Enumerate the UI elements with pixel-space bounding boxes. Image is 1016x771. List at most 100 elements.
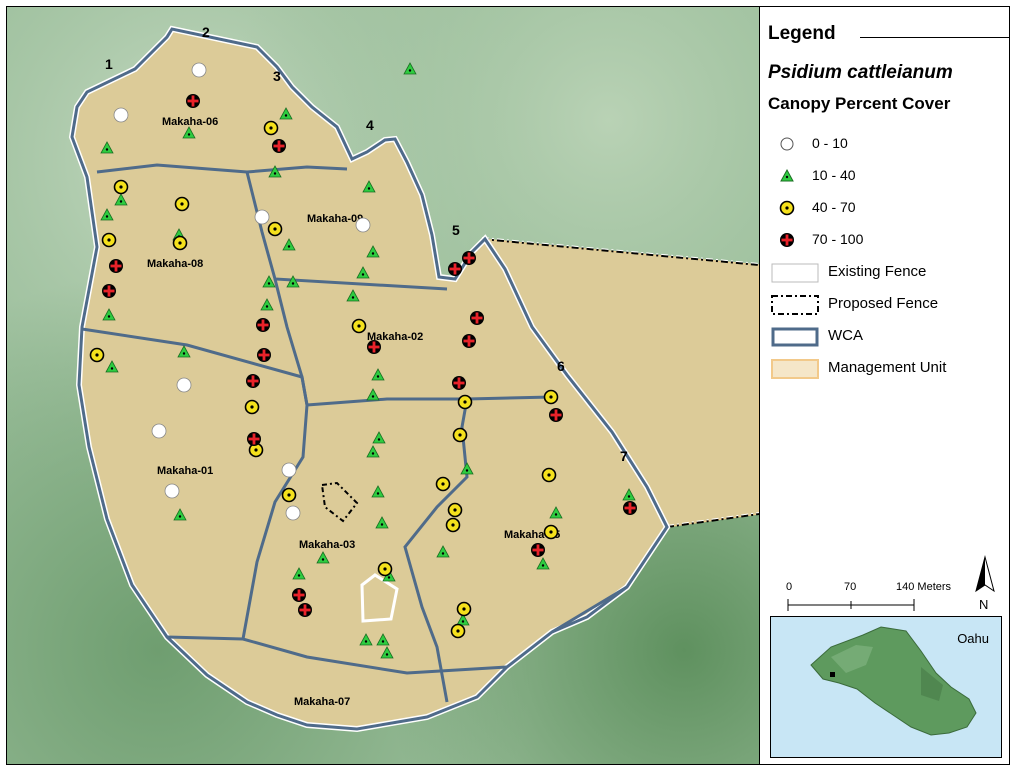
point-70-100	[470, 311, 484, 325]
legend-class-row: 70 - 100	[760, 229, 1000, 251]
unit-label: Makaha-07	[294, 696, 350, 708]
vertex-label: 3	[273, 68, 281, 84]
point-70-100-cross	[273, 144, 285, 148]
point-10-40-shape	[436, 545, 450, 558]
point-40-70-dot	[269, 126, 273, 130]
point-0-10	[281, 462, 297, 478]
point-10-40-shape	[105, 360, 119, 373]
point-70-100	[186, 94, 200, 108]
point-10-40-shape	[380, 646, 394, 659]
point-10-40-shape	[182, 126, 196, 139]
point-40-70-dot	[178, 241, 182, 245]
vertex-label: 5	[452, 222, 460, 238]
point-10-40-dot	[107, 315, 111, 318]
north-label: N	[979, 597, 988, 612]
north-arrow-icon: N	[975, 555, 995, 612]
point-40-70	[172, 235, 188, 251]
point-10-40-shape	[460, 462, 474, 475]
point-10-40-dot	[541, 564, 545, 567]
management-unit-icon	[771, 359, 819, 379]
point-70-100	[109, 259, 123, 273]
point-70-100	[531, 543, 545, 557]
point-70-100	[102, 284, 116, 298]
point-40-70	[101, 232, 117, 248]
point-10-40-shape	[362, 180, 376, 193]
legend-species: Psidium cattleianum	[768, 62, 953, 83]
point-10-40	[260, 298, 274, 311]
point-10-40-shape	[260, 298, 274, 311]
unit-label: Makaha-06	[162, 116, 218, 128]
point-10-40	[262, 275, 276, 288]
point-10-40	[282, 238, 296, 251]
legend-class-label: 70 - 100	[812, 231, 864, 247]
legend-feature-row: Proposed Fence	[760, 291, 1009, 317]
white-circle-icon	[780, 137, 794, 151]
point-10-40-dot	[465, 469, 469, 472]
point-10-40-shape	[536, 557, 550, 570]
point-40-70	[543, 524, 559, 540]
point-40-70-dot	[547, 473, 551, 477]
point-0-10	[355, 217, 371, 233]
unit-label: Makaha-09	[307, 213, 363, 225]
point-70-100	[246, 374, 260, 388]
legend-feature-row: WCA	[760, 323, 1009, 349]
vertex-label: 7	[620, 448, 628, 464]
point-70-100-cross	[293, 593, 305, 597]
point-10-40-dot	[554, 513, 558, 516]
point-40-70	[89, 347, 105, 363]
point-10-40-dot	[178, 515, 182, 518]
point-70-100	[247, 432, 261, 446]
point-10-40	[182, 126, 196, 139]
point-70-100	[256, 318, 270, 332]
map-canvas[interactable]: Makaha-06 Makaha-09 Makaha-08 Makaha-02 …	[7, 7, 759, 764]
green-triangle-icon	[780, 168, 794, 182]
point-10-40	[316, 551, 330, 564]
point-40-70	[263, 120, 279, 136]
point-10-40	[456, 613, 470, 626]
point-10-40	[375, 516, 389, 529]
point-70-100-cross	[449, 267, 461, 271]
point-10-40-dot	[119, 200, 123, 203]
point-10-40-dot	[284, 114, 288, 117]
scale-tick-label: 140 Meters	[896, 581, 952, 593]
point-0-10	[164, 483, 180, 499]
point-70-100-cross	[258, 353, 270, 357]
inset-label: Oahu	[957, 631, 989, 646]
point-40-70-dot	[287, 493, 291, 497]
point-10-40-shape	[100, 208, 114, 221]
point-0-10	[254, 209, 270, 225]
survey-points	[89, 62, 637, 659]
point-10-40-dot	[461, 620, 465, 623]
point-10-40	[173, 508, 187, 521]
point-10-40	[292, 567, 306, 580]
point-40-70	[445, 517, 461, 533]
yellow-dot-circle-icon	[779, 200, 795, 216]
legend-feature-label: Proposed Fence	[828, 295, 939, 312]
point-10-40-shape	[282, 238, 296, 251]
point-70-100-cross	[103, 289, 115, 293]
point-10-40	[460, 462, 474, 475]
point-10-40-dot	[351, 296, 355, 299]
legend-class-label: 40 - 70	[812, 199, 856, 215]
point-10-40	[436, 545, 450, 558]
vertex-label: 1	[105, 56, 113, 72]
point-40-70	[541, 467, 557, 483]
point-0-10	[151, 423, 167, 439]
point-10-40	[105, 360, 119, 373]
point-10-40	[380, 646, 394, 659]
point-10-40-shape	[549, 506, 563, 519]
map-panel[interactable]: Makaha-06 Makaha-09 Makaha-08 Makaha-02 …	[7, 7, 760, 764]
point-10-40	[371, 368, 385, 381]
inset-map: Oahu	[770, 616, 1002, 758]
point-40-70-dot	[273, 227, 277, 231]
point-10-40-shape	[371, 368, 385, 381]
point-70-100-cross	[463, 339, 475, 343]
point-70-100-cross	[471, 316, 483, 320]
point-40-70	[543, 389, 559, 405]
point-40-70-dot	[95, 353, 99, 357]
point-10-40-shape	[375, 516, 389, 529]
point-10-40-shape	[100, 141, 114, 154]
proposed-fence-enclosure	[320, 481, 359, 523]
point-10-40-dot	[321, 558, 325, 561]
point-40-70-dot	[107, 238, 111, 242]
